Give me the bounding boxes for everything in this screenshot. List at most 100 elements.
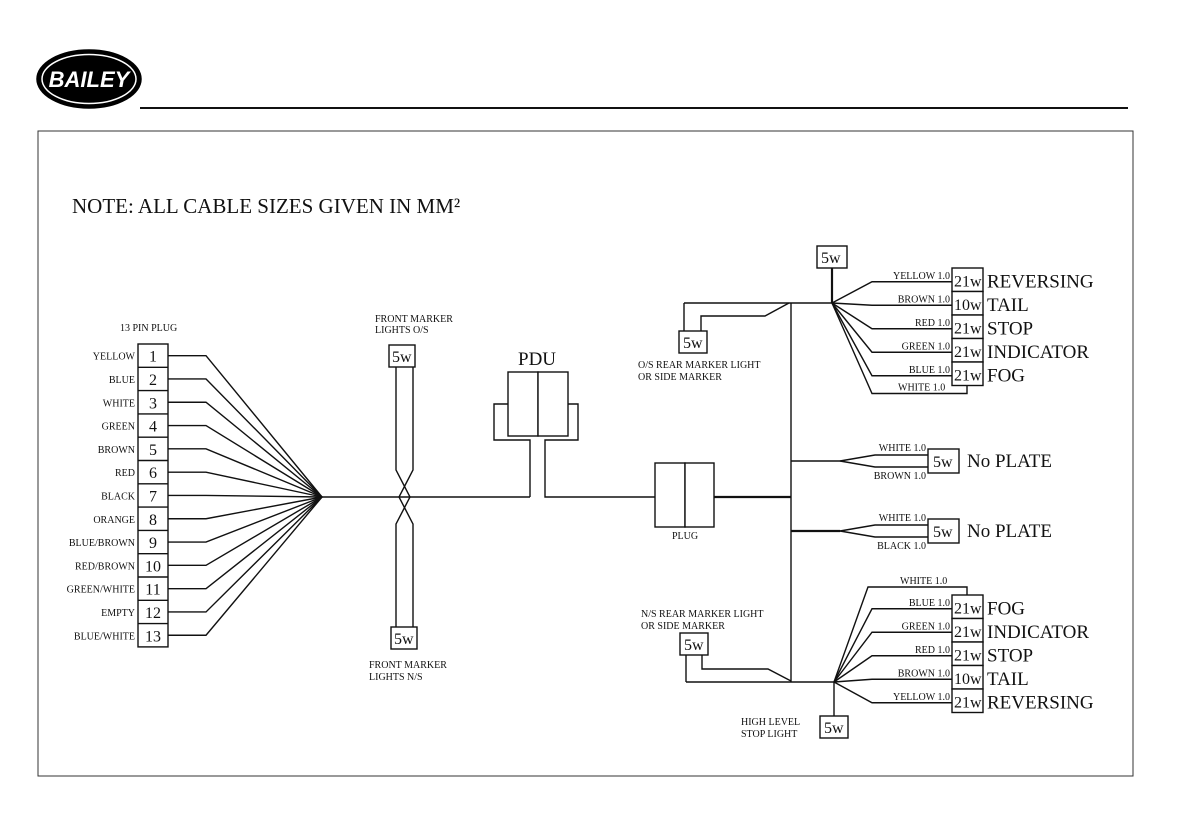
wire-label: YELLOW 1.0 [893, 271, 950, 282]
cluster-wire [831, 302, 952, 377]
high-level-stop-label-1: HIGH LEVEL [741, 717, 800, 728]
front-marker-ns-label-1: FRONT MARKER [369, 660, 447, 671]
cluster-wire [833, 655, 952, 683]
pdu-right-module [537, 371, 569, 437]
wire-label: BROWN 1.0 [898, 294, 950, 305]
os-rear-marker: 5w O/S REAR MARKER LIGHT OR SIDE MARKER [638, 302, 790, 383]
lamp-rating: 10w [954, 671, 982, 688]
cluster-wire [833, 631, 952, 683]
pin-wire [168, 496, 323, 543]
ns-rear-marker-label-2: OR SIDE MARKER [641, 621, 725, 632]
cluster-row: 21w INDICATOR GREEN 1.0 [831, 302, 1089, 363]
pin-wire [168, 471, 323, 498]
cluster-ground: WHITE 1.0 [831, 302, 968, 395]
pin-number: 12 [145, 605, 161, 622]
cable-size-note: NOTE: ALL CABLE SIZES GIVEN IN MM² [72, 194, 460, 218]
pin-number: 4 [149, 419, 157, 436]
pin-number: 13 [145, 628, 161, 645]
pin-color-label: GREEN [102, 422, 135, 433]
lamp-rating: 21w [954, 344, 982, 361]
wire-label: GREEN 1.0 [902, 621, 950, 632]
wire-label: RED 1.0 [915, 645, 950, 656]
pdu: PDU [493, 349, 655, 498]
ground-wire [831, 302, 968, 395]
ground-wire-label: WHITE 1.0 [898, 383, 945, 394]
cluster-wire [831, 302, 952, 353]
wire-label: BLACK 1.0 [877, 541, 926, 552]
front-marker-ns-label-2: LIGHTS N/S [369, 672, 423, 683]
top-cluster-top-lamp: 5w [816, 245, 848, 303]
pin-color-label: YELLOW [93, 352, 136, 363]
ns-rear-marker-lamp [679, 632, 709, 656]
pin-number: 5 [149, 442, 157, 459]
pin-wire [168, 496, 323, 520]
pin-wire [168, 496, 323, 590]
cluster-ground: WHITE 1.0 [833, 576, 968, 683]
bailey-logo: BAILEY [36, 49, 142, 109]
cluster-wire [831, 302, 952, 330]
pin-wire [168, 496, 323, 636]
pin-number: 8 [149, 512, 157, 529]
ns-rear-marker: N/S REAR MARKER LIGHT OR SIDE MARKER 5w [641, 609, 792, 682]
pin-number: 9 [149, 535, 157, 552]
wire-label: GREEN 1.0 [902, 341, 950, 352]
trailer-plug: PLUG [654, 462, 791, 542]
pin-wire [168, 496, 323, 613]
lamp-rating: 21w [954, 601, 982, 618]
lamp-function: REVERSING [987, 693, 1094, 714]
13-pin-plug: 13 PIN PLUG 1YELLOW2BLUE3WHITE4GREEN5BRO… [67, 323, 323, 648]
lamp-function: FOG [987, 599, 1025, 620]
pin-number: 2 [149, 372, 157, 389]
pin-number: 11 [145, 582, 160, 599]
lamp-function: STOP [987, 319, 1033, 340]
lamp-function: INDICATOR [987, 342, 1089, 363]
lamp-rating: 21w [954, 695, 982, 712]
pin-number: 1 [149, 349, 157, 366]
pin-color-label: BLUE/WHITE [74, 631, 135, 642]
os-rear-marker-rating: 5w [683, 335, 703, 352]
lamp-function: TAIL [987, 669, 1029, 690]
cluster-row: 21w INDICATOR GREEN 1.0 [833, 617, 1089, 683]
os-rear-marker-label-2: OR SIDE MARKER [638, 372, 722, 383]
wire-label: WHITE 1.0 [879, 513, 926, 524]
pin-wire [168, 448, 323, 498]
lamp-rating: 21w [954, 648, 982, 665]
lamp-function: FOG [987, 366, 1025, 387]
lamp-box [951, 688, 984, 714]
pin-color-label: RED [115, 468, 135, 479]
pin-number: 3 [149, 395, 157, 412]
13-pin-plug-title: 13 PIN PLUG [120, 323, 177, 334]
ns-rear-marker-rating: 5w [684, 637, 704, 654]
cluster-wire [833, 678, 952, 683]
pin-wire [168, 378, 323, 498]
front-marker-os-label-2: LIGHTS O/S [375, 325, 429, 336]
front-marker-os-label-1: FRONT MARKER [375, 314, 453, 325]
wire-label: BLUE 1.0 [909, 598, 950, 609]
pin-wire [168, 494, 323, 498]
plug-label: PLUG [672, 531, 698, 542]
lamp-rating: 21w [954, 274, 982, 291]
pin-number: 6 [149, 465, 157, 482]
front-marker-ns-rating: 5w [394, 631, 414, 648]
brand-name: BAILEY [49, 67, 132, 92]
wire-label: BLUE 1.0 [909, 365, 950, 376]
wire-label: RED 1.0 [915, 318, 950, 329]
lamp-function: INDICATOR [987, 622, 1089, 643]
pin-color-label: GREEN/WHITE [67, 585, 135, 596]
front-marker-ns-lamp [390, 626, 418, 650]
ground-wire-label: WHITE 1.0 [900, 576, 947, 587]
plate-lamp-rating: 5w [933, 454, 953, 471]
front-marker-os: FRONT MARKER LIGHTS O/S 5w [375, 314, 453, 627]
plate-lamp [927, 448, 960, 474]
